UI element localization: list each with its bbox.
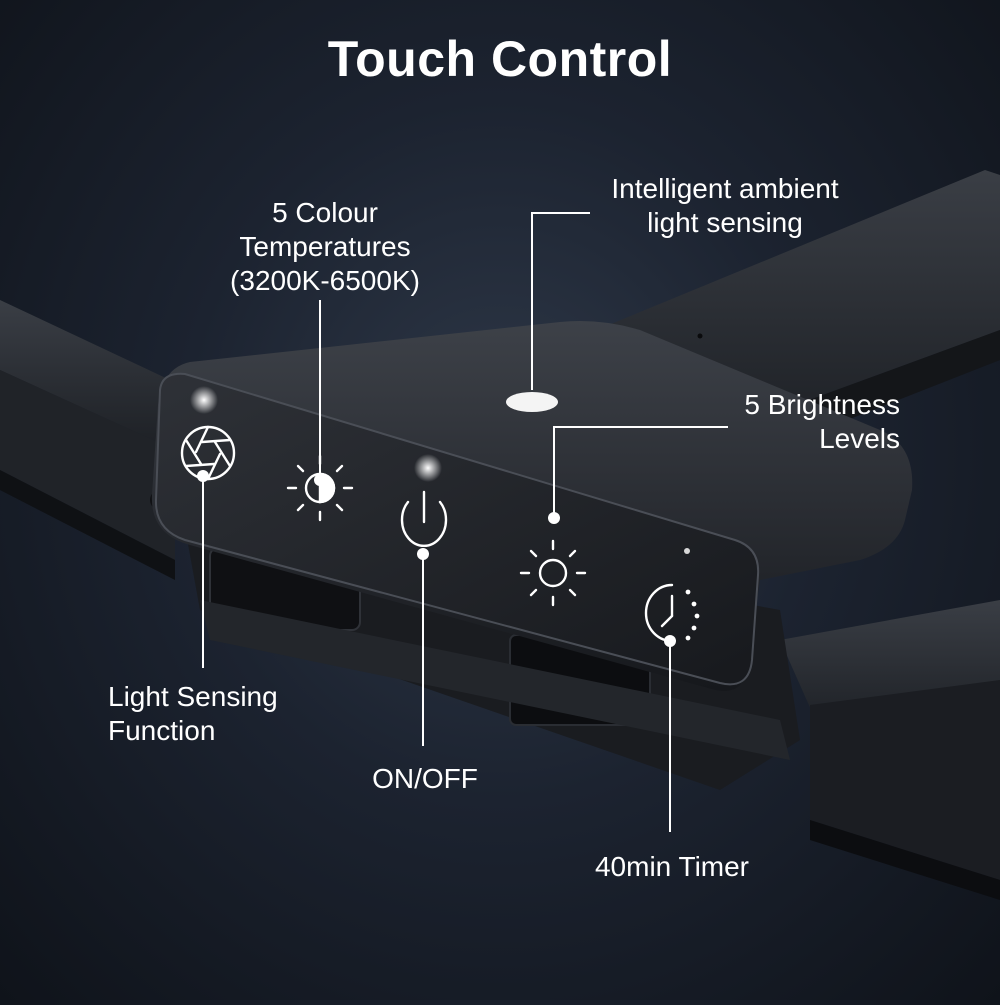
touch-controller [151, 321, 913, 691]
callout-timer: 40min Timer [594, 851, 750, 882]
leader-colour-temperatures [314, 300, 326, 486]
lamp-arm-left [0, 300, 175, 580]
power-icon[interactable] [400, 490, 448, 547]
page-title: Touch Control [327, 31, 673, 87]
callout-on-off: ON/OFF [372, 763, 478, 794]
callout-ambient-sensing: Intelligent ambient light sensing [611, 173, 839, 238]
leader-timer [664, 635, 676, 832]
leader-on-off [417, 548, 429, 746]
indicator-light-left [190, 386, 218, 414]
leader-light-sensing [197, 470, 209, 668]
ambient-light-sensor [506, 392, 558, 412]
timer-icon[interactable] [644, 583, 700, 643]
callout-light-sensing: Light Sensing Function [108, 681, 278, 746]
indicator-light-center [414, 454, 442, 482]
lamp-arm-lower-right [780, 600, 1000, 900]
callout-colour-temperatures: 5 Colour Temperatures (3200K-6500K) [230, 197, 420, 296]
leader-ambient-sensing [531, 212, 590, 390]
brightness-icon[interactable] [519, 539, 587, 607]
leader-brightness [548, 426, 728, 524]
callout-brightness: 5 Brightness Levels [744, 389, 900, 454]
